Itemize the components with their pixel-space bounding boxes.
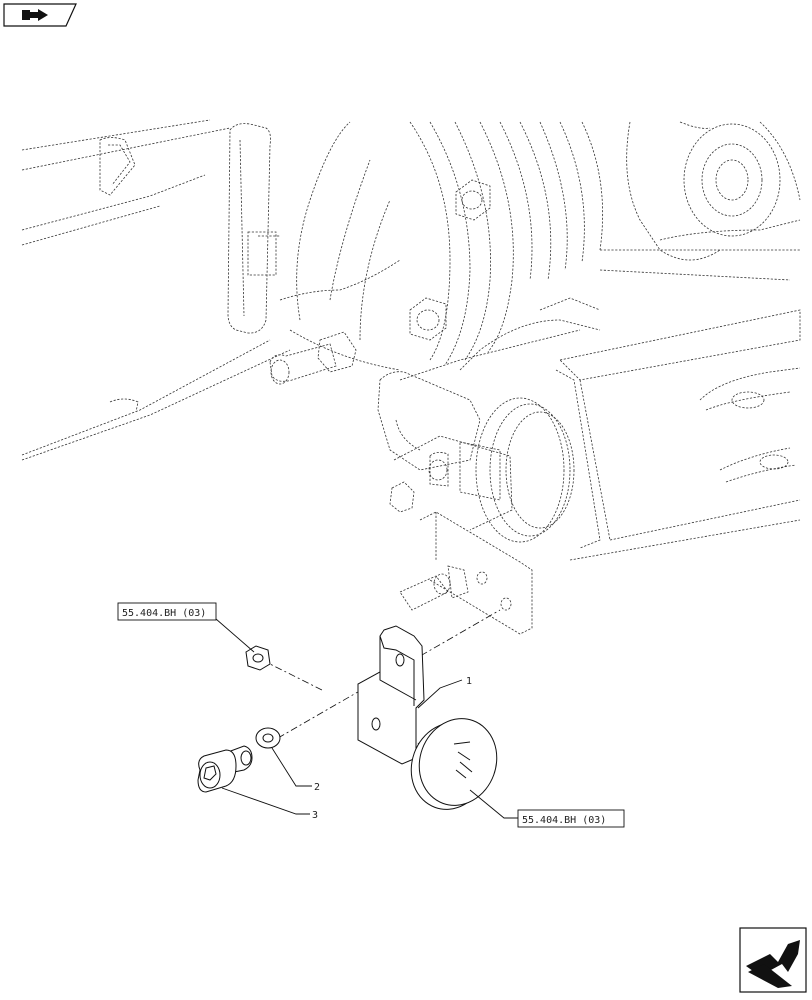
callout-1: 1 — [466, 676, 472, 687]
cap-part[interactable] — [399, 708, 509, 821]
screw-part[interactable] — [197, 745, 253, 793]
previous-page-icon[interactable] — [3, 3, 77, 27]
reference-box-nut[interactable]: 55.404.BH (03) — [117, 602, 217, 621]
callout-2: 2 — [314, 782, 320, 793]
assembly-axis-bolt — [277, 609, 501, 739]
machine-context — [21, 119, 801, 635]
callout-3: 3 — [312, 810, 318, 821]
leader-ref-cap — [469, 789, 518, 819]
leader-1 — [417, 679, 463, 709]
reference-box-cap[interactable]: 55.404.BH (03) — [517, 809, 625, 828]
assembly-axis-nut — [261, 659, 323, 691]
svg-text:55.404.BH (03): 55.404.BH (03) — [122, 608, 206, 619]
leader-3 — [221, 787, 310, 815]
washer-part[interactable] — [255, 727, 281, 749]
svg-text:55.404.BH (03): 55.404.BH (03) — [522, 815, 606, 826]
next-page-icon[interactable] — [739, 927, 807, 993]
leader-ref-nut — [215, 618, 255, 653]
bracket-part[interactable] — [357, 625, 425, 765]
leader-2 — [271, 747, 312, 787]
nut-part[interactable] — [245, 645, 271, 671]
